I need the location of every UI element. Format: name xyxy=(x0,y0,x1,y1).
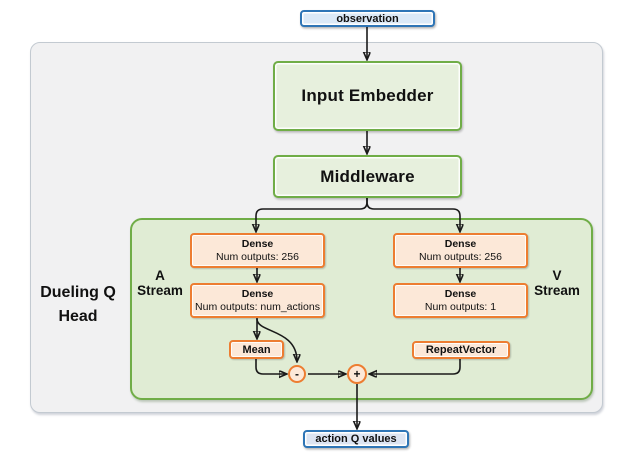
a-stream-dense-256-title: Dense xyxy=(241,237,274,250)
a-stream-dense-num-actions-subtitle: Num outputs: num_actions xyxy=(195,300,320,313)
input-embedder-label: Input Embedder xyxy=(301,86,434,105)
a-stream-dense-num-actions-node: Dense Num outputs: num_actions xyxy=(190,283,325,318)
repeat-vector-label: RepeatVector xyxy=(425,344,497,356)
a-stream-label-line1: A xyxy=(155,268,165,283)
a-stream-dense-256-subtitle: Num outputs: 256 xyxy=(216,250,299,263)
action-q-values-label: action Q values xyxy=(315,433,397,445)
v-stream-dense-256-node: Dense Num outputs: 256 xyxy=(393,233,528,268)
input-embedder-node: Input Embedder xyxy=(273,61,462,131)
action-q-values-node: action Q values xyxy=(303,430,409,448)
a-stream-label-line2: Stream xyxy=(137,283,183,298)
v-stream-dense-1-node: Dense Num outputs: 1 xyxy=(393,283,528,318)
a-stream-dense-256-node: Dense Num outputs: 256 xyxy=(190,233,325,268)
middleware-label: Middleware xyxy=(320,166,415,186)
mean-label: Mean xyxy=(242,343,271,356)
v-stream-dense-1-subtitle: Num outputs: 1 xyxy=(424,300,497,313)
v-stream-label-line1: V xyxy=(552,268,562,283)
v-stream-label: V Stream xyxy=(527,268,587,298)
repeat-vector-node: RepeatVector xyxy=(412,341,510,359)
dueling-q-head-label-line2: Head xyxy=(58,308,98,325)
subtract-operator-label: - xyxy=(295,367,299,381)
a-stream-label: A Stream xyxy=(130,268,190,298)
v-stream-dense-256-title: Dense xyxy=(444,237,477,250)
subtract-operator-node: - xyxy=(288,365,306,383)
v-stream-dense-256-subtitle: Num outputs: 256 xyxy=(419,250,502,263)
mean-node: Mean xyxy=(229,340,284,359)
v-stream-label-line2: Stream xyxy=(534,283,580,298)
add-operator-label: + xyxy=(353,367,361,381)
a-stream-dense-num-actions-title: Dense xyxy=(241,287,274,300)
observation-node: observation xyxy=(300,10,435,27)
v-stream-dense-1-title: Dense xyxy=(444,287,477,300)
dueling-q-head-label: Dueling Q Head xyxy=(22,281,134,329)
observation-label: observation xyxy=(336,12,399,25)
middleware-node: Middleware xyxy=(273,155,462,198)
add-operator-node: + xyxy=(347,364,367,384)
dueling-q-head-label-line1: Dueling Q xyxy=(40,284,116,301)
